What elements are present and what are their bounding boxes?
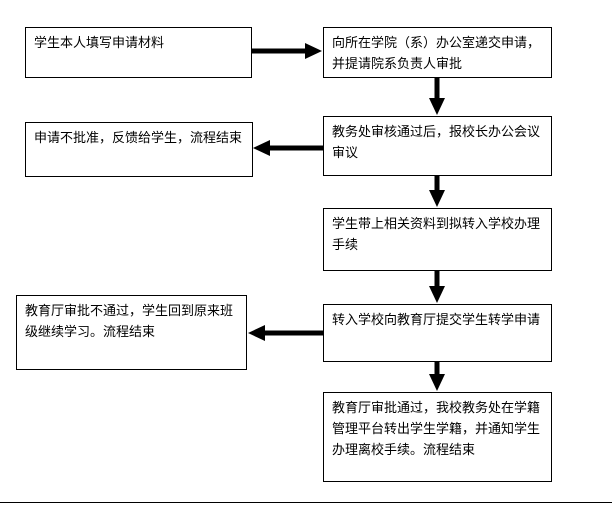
step-fill-application: 学生本人填写申请材料	[25, 27, 252, 78]
arrow-down-2	[429, 176, 445, 207]
arrow-right-1	[252, 43, 322, 59]
step-education-dept-rejects: 教育厅审批不通过，学生回到原来班级继续学习。流程结束	[16, 295, 247, 370]
bottom-rule	[0, 502, 612, 503]
step-student-goes-to-new-school: 学生带上相关资料到拟转入学校办理手续	[323, 208, 552, 271]
step-new-school-submits-to-education-dept: 转入学校向教育厅提交学生转学申请	[323, 304, 552, 362]
arrow-down-3	[429, 271, 445, 303]
step-submit-to-department: 向所在学院（系）办公室递交申请，并提请院系负责人审批	[323, 27, 552, 78]
arrow-down-4	[429, 362, 445, 391]
arrow-down-1	[429, 78, 445, 115]
arrow-left-2	[248, 325, 323, 341]
arrow-left-1	[253, 140, 323, 156]
step-academic-affairs-review: 教务处审核通过后，报校长办公会议审议	[323, 116, 552, 176]
step-application-rejected: 申请不批准，反馈给学生，流程结束	[25, 122, 253, 177]
step-education-dept-approves: 教育厅审批通过，我校教务处在学籍管理平台转出学生学籍，并通知学生办理离校手续。流…	[323, 392, 552, 482]
